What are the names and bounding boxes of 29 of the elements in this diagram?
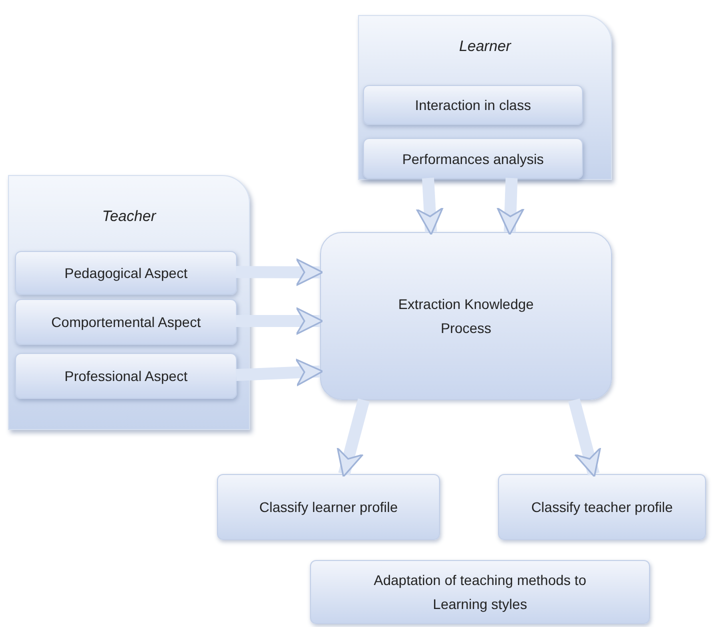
box-label: Classify learner profile [259,498,398,517]
box-label: Comportemental Aspect [51,313,201,332]
box-label: Professional Aspect [64,367,188,386]
block-arrow [336,398,370,478]
group-panel [8,175,250,430]
box-label: Extraction Knowledge Process [397,295,535,338]
panel-heading: Teacher [101,207,158,227]
block-arrow [496,178,524,236]
process-box [217,474,440,540]
process-box [15,353,237,399]
box-label: Interaction in class [415,96,531,115]
box-label: Performances analysis [402,150,544,169]
process-box [498,474,706,540]
box-label: Adaptation of teaching methods to Learning styles [372,571,588,614]
block-arrow [236,307,324,335]
process-box [363,85,583,125]
group-panel [358,15,612,180]
process-box [320,232,612,400]
process-box [15,251,237,295]
box-label: Classify teacher profile [531,498,673,517]
block-arrow [236,358,324,386]
block-arrow [236,258,324,286]
process-box [363,138,583,179]
box-label: Pedagogical Aspect [64,264,188,283]
process-box [310,560,650,624]
block-arrow [416,178,444,236]
panel-heading: Learner [458,37,512,57]
block-arrow [568,398,602,478]
process-box [15,299,237,345]
